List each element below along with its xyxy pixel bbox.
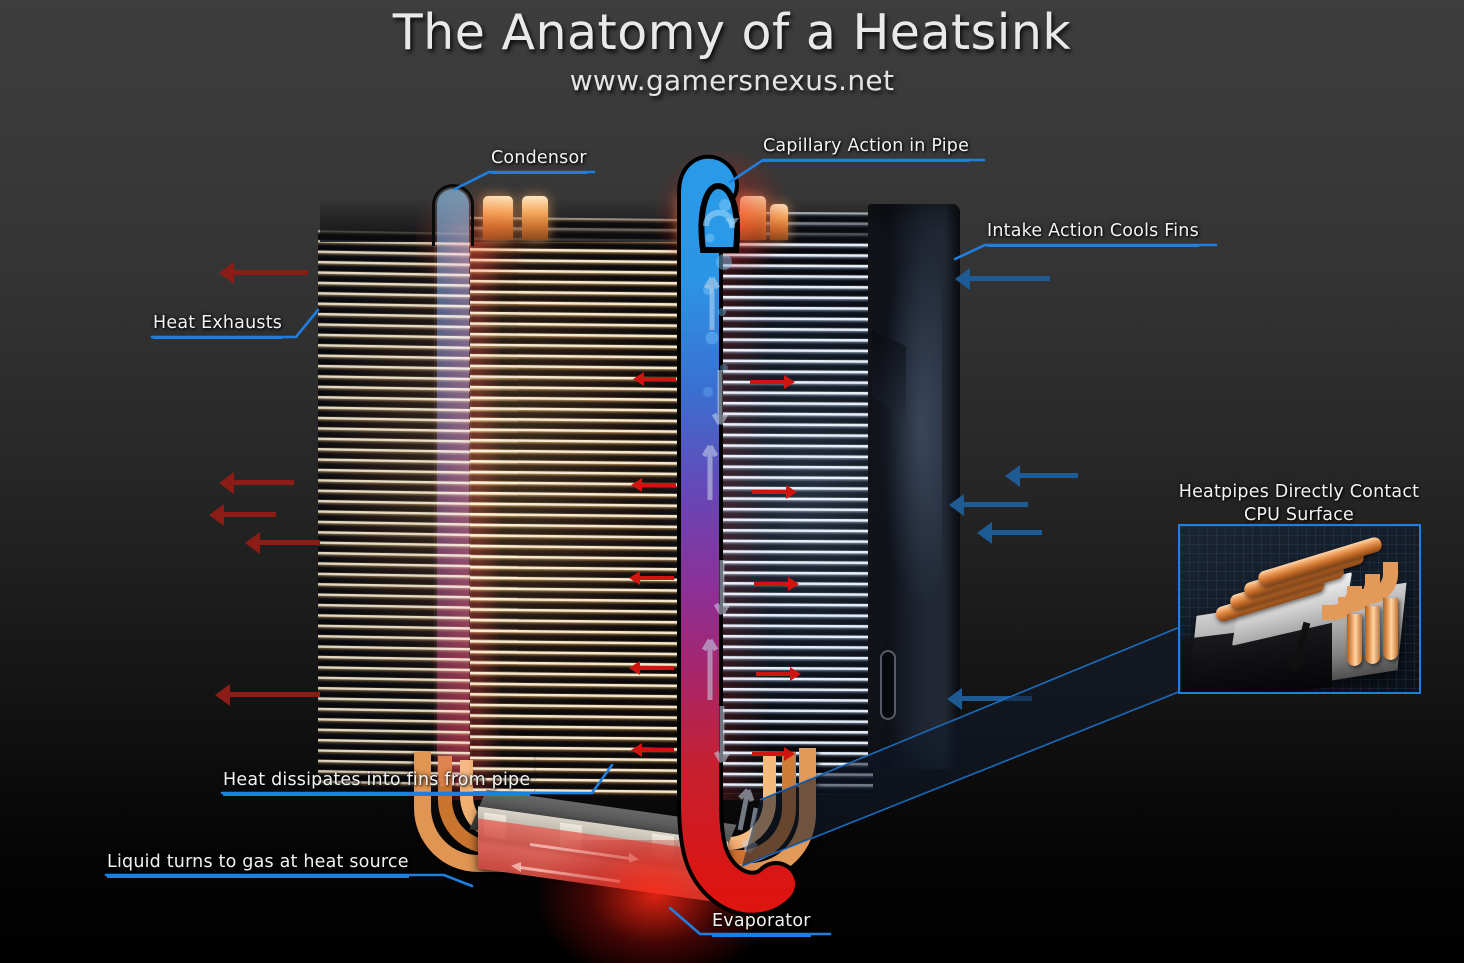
intake-arrow (955, 267, 1050, 290)
label-heat-exhausts: Heat Exhausts (153, 312, 283, 339)
intake-arrow (1005, 464, 1078, 487)
intake-arrow (949, 493, 1028, 516)
heat-exhaust-arrow (245, 531, 320, 554)
fin-dissipation-arrow (631, 478, 676, 491)
heat-exhaust-arrow (219, 471, 294, 494)
fin-stack-right (688, 211, 873, 795)
fin-stack-middle (470, 216, 700, 800)
inset-heatpipe-leg (1383, 598, 1398, 660)
heat-exhaust-arrow (219, 261, 308, 284)
intake-arrow (977, 521, 1042, 544)
cpu-contact-inset (1178, 524, 1421, 694)
fin-dissipation-arrow (631, 743, 674, 756)
label-condensor: Condensor (491, 147, 587, 174)
inset-caption-line-2: CPU Surface (1243, 505, 1354, 525)
fin-dissipation-arrow (756, 667, 801, 680)
heat-exhaust-arrow (209, 503, 276, 526)
fin-dissipation-arrow (752, 747, 795, 760)
heat-exhaust-arrow (215, 683, 320, 706)
inset-caption: Heatpipes Directly Contact CPU Surface (1170, 481, 1428, 527)
condensor-pipe-outline (432, 184, 474, 246)
condensor-pipe (434, 186, 472, 786)
fin-dissipation-arrow (629, 661, 674, 674)
copper-tube-cap (740, 196, 766, 240)
label-intake-action: Intake Action Cools Fins (987, 220, 1199, 247)
copper-tube-cap (770, 204, 788, 240)
inset-heatpipe-leg (1347, 614, 1362, 666)
copper-tube-cap (483, 196, 513, 240)
intake-arrow (947, 687, 1032, 710)
inset-heatpipe-leg (1365, 606, 1380, 664)
fan-mount-slot (880, 650, 896, 720)
cpu-base-plate-assembly (420, 789, 780, 910)
fin-dissipation-arrow (754, 577, 799, 590)
label-liquid-to-gas: Liquid turns to gas at heat source (107, 851, 409, 878)
fin-dissipation-arrow (752, 485, 797, 498)
fin-dissipation-arrow (750, 375, 795, 388)
inset-caption-line-1: Heatpipes Directly Contact (1178, 482, 1420, 502)
fin-dissipation-arrow (629, 571, 674, 584)
label-evaporator: Evaporator (712, 910, 811, 937)
copper-tube-cap (678, 196, 700, 240)
label-capillary-action: Capillary Action in Pipe (763, 135, 970, 162)
fin-dissipation-arrow (633, 372, 676, 385)
copper-tube-cap (522, 196, 548, 240)
label-heat-dissipates: Heat dissipates into fins from pipe (223, 769, 531, 796)
